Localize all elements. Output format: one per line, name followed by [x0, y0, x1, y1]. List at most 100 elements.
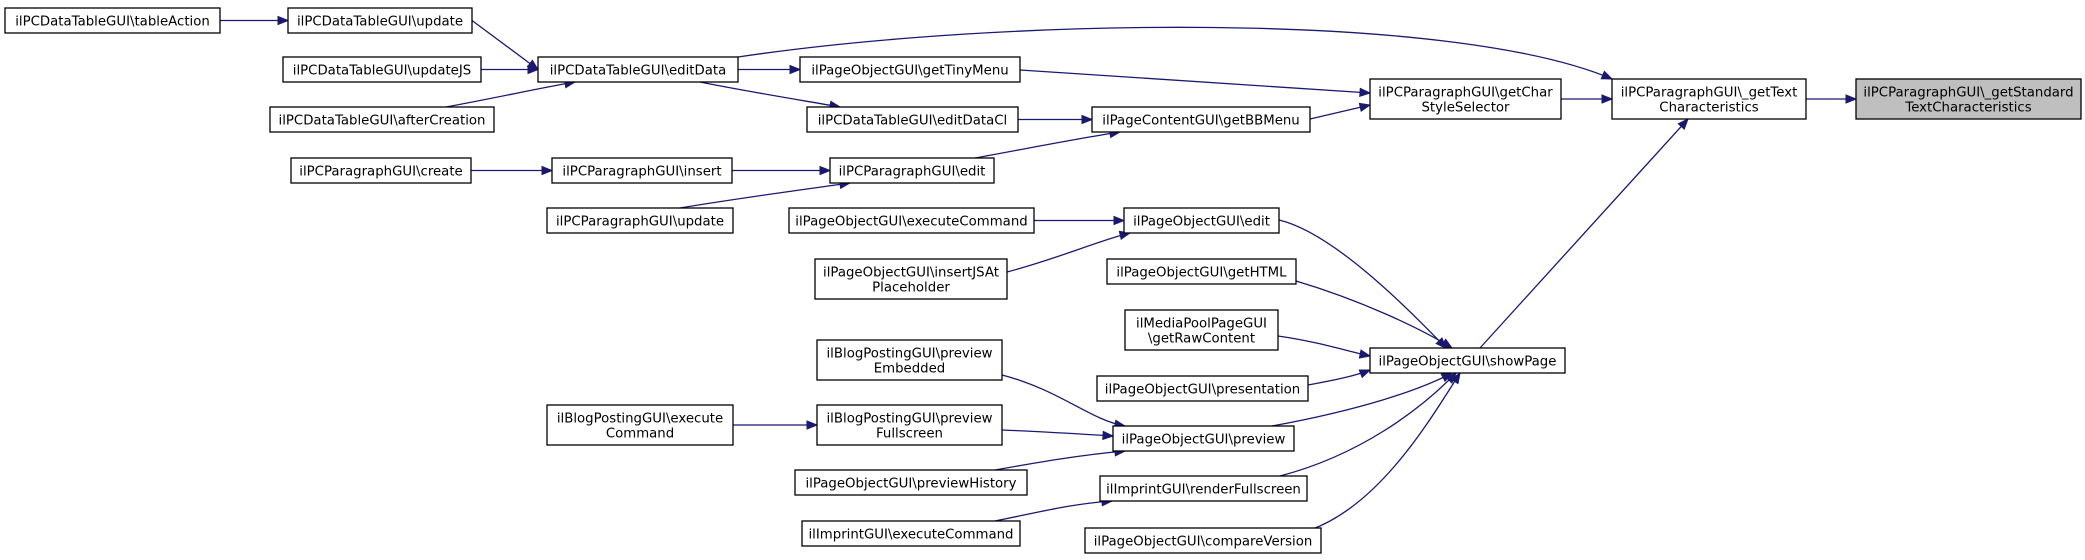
graph-node-poprevhistory[interactable]: ilPageObjectGUI\previewHistory: [794, 469, 1028, 496]
node-box: [290, 157, 472, 184]
graph-node-editdatacl[interactable]: ilPCDataTableGUI\editDataCl: [806, 106, 1019, 133]
nodes: ilPCParagraphGUI\_getStandardTextCharact…: [4, 7, 2082, 554]
graph-node-editdata[interactable]: ilPCDataTableGUI\editData: [537, 56, 739, 83]
node-label-line: ilPageObjectGUI\previewHistory: [805, 477, 1016, 492]
graph-node-pocompare[interactable]: ilPageObjectGUI\compareVersion: [1084, 527, 1322, 554]
node-label-line: ilPCParagraphGUI\insert: [562, 165, 721, 180]
node-box: [1611, 78, 1807, 120]
edge-impexec-to-imprender: [994, 497, 1114, 522]
edge-bpexec-to-bpfullscreen: [733, 420, 819, 430]
edge-line: [1006, 232, 1131, 273]
arrowhead-icon: [1358, 349, 1372, 359]
node-label-line: ilBlogPostingGUI\preview: [826, 347, 992, 362]
node-label-line: ilPageObjectGUI\executeCommand: [795, 215, 1027, 230]
arrowhead-icon: [1600, 70, 1614, 80]
node-box: [4, 7, 221, 34]
node-label-line: ilMediaPoolPageGUI: [1136, 317, 1267, 332]
edge-poexec-to-poedit: [1034, 215, 1126, 226]
node-box: [794, 469, 1028, 496]
graph-node-popresentation[interactable]: ilPageObjectGUI\presentation: [1096, 375, 1309, 402]
edge-pupdate-to-pedit: [679, 179, 852, 209]
node-box: [816, 404, 1003, 446]
arrowhead-icon: [1081, 114, 1094, 125]
node-label-line: ilPCDataTableGUI\editData: [550, 64, 727, 79]
graph-node-pinsert[interactable]: ilPCParagraphGUI\insert: [551, 157, 733, 184]
edge-pcreate-to-pinsert: [471, 165, 554, 176]
node-box: [1096, 375, 1309, 402]
graph-node-pedit[interactable]: ilPCParagraphGUI\edit: [829, 157, 995, 184]
node-label-line: \getRawContent: [1148, 332, 1255, 347]
node-box: [1099, 475, 1308, 502]
node-label-line: ilPageObjectGUI\getHTML: [1116, 266, 1287, 281]
node-label-line: ilImprintGUI\executeCommand: [808, 528, 1013, 543]
graph-node-mediapool[interactable]: ilMediaPoolPageGUI\getRawContent: [1124, 309, 1279, 351]
node-box: [551, 157, 733, 184]
edge-line: [445, 81, 576, 108]
edge-editdata-to-editdatacl: [699, 81, 842, 110]
graph-node-target: ilPCParagraphGUI\_getStandardTextCharact…: [1855, 78, 2082, 120]
node-label-line: ilPCParagraphGUI\edit: [839, 165, 986, 180]
node-box: [546, 404, 734, 446]
node-box: [537, 56, 739, 83]
node-box: [806, 106, 1019, 133]
graph-node-tableaction[interactable]: ilPCDataTableGUI\tableAction: [4, 7, 221, 34]
edge-poprevhistory-to-popreview: [994, 447, 1127, 471]
graph-node-aftercreation[interactable]: ilPCDataTableGUI\afterCreation: [269, 106, 495, 133]
edge-tableaction-to-dtupdate: [220, 15, 290, 26]
node-label-line: ilPCParagraphGUI\create: [299, 165, 462, 180]
node-label-line: ilPCParagraphGUI\_getStandard: [1863, 86, 2073, 101]
arrowhead-icon: [277, 15, 290, 26]
edge-line: [974, 131, 1121, 159]
graph-node-dtupdate[interactable]: ilPCDataTableGUI\update: [287, 7, 473, 34]
node-box: [1369, 347, 1566, 374]
edge-pocompare-to-showpage: [1309, 371, 1461, 531]
graph-node-pcreate[interactable]: ilPCParagraphGUI\create: [290, 157, 472, 184]
node-box: [1084, 527, 1322, 554]
node-box: [801, 520, 1021, 547]
node-box: [269, 106, 495, 133]
arrowhead-icon: [1102, 430, 1115, 441]
edge-line: [1479, 118, 1689, 349]
graph-node-gettinymenu[interactable]: ilPageObjectGUI\getTinyMenu: [799, 56, 1021, 83]
arrowhead-icon: [1845, 94, 1858, 104]
node-label-line: ilPageObjectGUI\compareVersion: [1094, 535, 1313, 550]
arrowhead-icon: [541, 165, 554, 176]
node-box: [282, 56, 482, 83]
graph-node-bpexec[interactable]: ilBlogPostingGUI\executeCommand: [546, 404, 734, 446]
node-label-line: ilPageObjectGUI\getTinyMenu: [811, 64, 1008, 79]
graph-node-pupdate[interactable]: ilPCParagraphGUI\update: [546, 207, 734, 234]
edge-editdata-to-gettext: [737, 26, 1614, 80]
node-label-line: ilPCDataTableGUI\tableAction: [15, 15, 210, 30]
arrowhead-icon: [1359, 87, 1372, 98]
graph-node-poexec[interactable]: ilPageObjectGUI\executeCommand: [788, 207, 1035, 234]
node-label-line: ilPCParagraphGUI\_getText: [1621, 86, 1798, 101]
edge-gettext-to-target: [1806, 94, 1858, 104]
graph-node-imprender[interactable]: ilImprintGUI\renderFullscreen: [1099, 475, 1308, 502]
graph-node-updatejs[interactable]: ilPCDataTableGUI\updateJS: [282, 56, 482, 83]
graph-node-poedit[interactable]: ilPageObjectGUI\edit: [1123, 207, 1280, 234]
graph-node-pogethtml[interactable]: ilPageObjectGUI\getHTML: [1106, 258, 1297, 285]
node-box: [1124, 309, 1279, 351]
edge-pogethtml-to-showpage: [1295, 280, 1454, 349]
graph-node-impexec[interactable]: ilImprintGUI\executeCommand: [801, 520, 1021, 547]
node-label-line: ilPCDataTableGUI\updateJS: [293, 64, 471, 79]
edge-line: [994, 450, 1126, 471]
edge-pinsert-to-pedit: [732, 165, 832, 176]
edge-editdata-to-gettinymenu: [738, 64, 802, 75]
graph-node-popreview[interactable]: ilPageObjectGUI\preview: [1112, 425, 1295, 452]
node-label-line: ilPageContentGUI\getBBMenu: [1102, 114, 1300, 129]
node-label-line: ilPageObjectGUI\edit: [1133, 215, 1270, 230]
node-label-line: ilPCDataTableGUI\editDataCl: [818, 114, 1008, 129]
edge-line: [699, 81, 841, 108]
edge-line: [994, 500, 1113, 522]
node-box: [799, 56, 1021, 83]
node-box: [546, 207, 734, 234]
graph-node-getbbmenu[interactable]: ilPageContentGUI\getBBMenu: [1091, 106, 1311, 133]
graph-node-showpage[interactable]: ilPageObjectGUI\showPage: [1369, 347, 1566, 374]
node-label-line: ilPageObjectGUI\preview: [1122, 433, 1286, 448]
